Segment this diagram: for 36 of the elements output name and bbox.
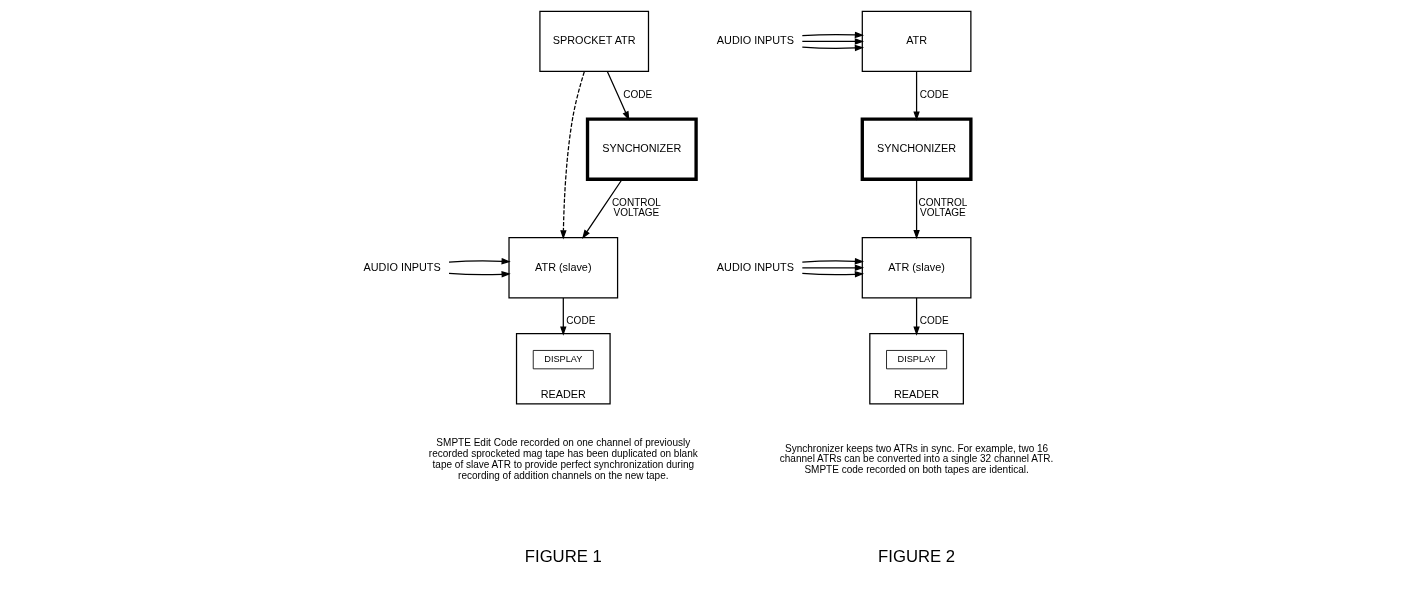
label: FIGURE 1 [524, 546, 602, 566]
edge-label: CONTROL VOLTAGE [611, 196, 661, 219]
node-box: DISPLAY [532, 350, 594, 370]
node-box: ATR (slave) [861, 237, 971, 299]
arrow [801, 38, 864, 45]
node-box: ATR [861, 10, 971, 73]
arrow [606, 70, 629, 121]
arrow [801, 31, 864, 39]
arrow [559, 71, 585, 240]
arrow [801, 44, 864, 52]
edge-label: CODE [919, 315, 949, 327]
arrow [801, 271, 864, 278]
node-box: SYNCHONIZER [585, 117, 698, 181]
arrow [801, 258, 864, 265]
label: SMPTE Edit Code recorded on one channel of previously recorded sprocketed mag tape has been duplicated on blank tape of slave ATR to provide perfect synchronization during recording of addition channels on the new tape. [428, 437, 698, 481]
edge-label: CODE [919, 88, 949, 100]
node-box: SYNCHONIZER [860, 117, 973, 181]
node-text: AUDIO INPUTS [716, 260, 794, 273]
node-text: AUDIO INPUTS [716, 34, 794, 47]
edge-label: CODE [622, 88, 652, 100]
arrow [912, 70, 920, 121]
arrow [447, 258, 511, 265]
arrow [447, 271, 511, 278]
node-box: ATR (slave) [507, 237, 618, 299]
edge-label: CONTROL VOLTAGE [917, 196, 967, 219]
arrow [912, 297, 920, 336]
arrow [581, 178, 623, 239]
node-box: DISPLAY [885, 350, 947, 370]
arrow [801, 264, 864, 271]
node-text: AUDIO INPUTS [363, 260, 441, 273]
node-box: SPROCKET ATR [538, 10, 649, 73]
label: Synchronizer keeps two ATRs in sync. For example, two 16 channel ATRs can be converted into a single 32 channel ATR. SMPTE code recorded on both tapes are identical. [779, 442, 1053, 476]
arrow [559, 297, 567, 336]
label: FIGURE 2 [877, 546, 955, 566]
arrow [912, 178, 920, 240]
edge-label: CODE [565, 315, 595, 327]
